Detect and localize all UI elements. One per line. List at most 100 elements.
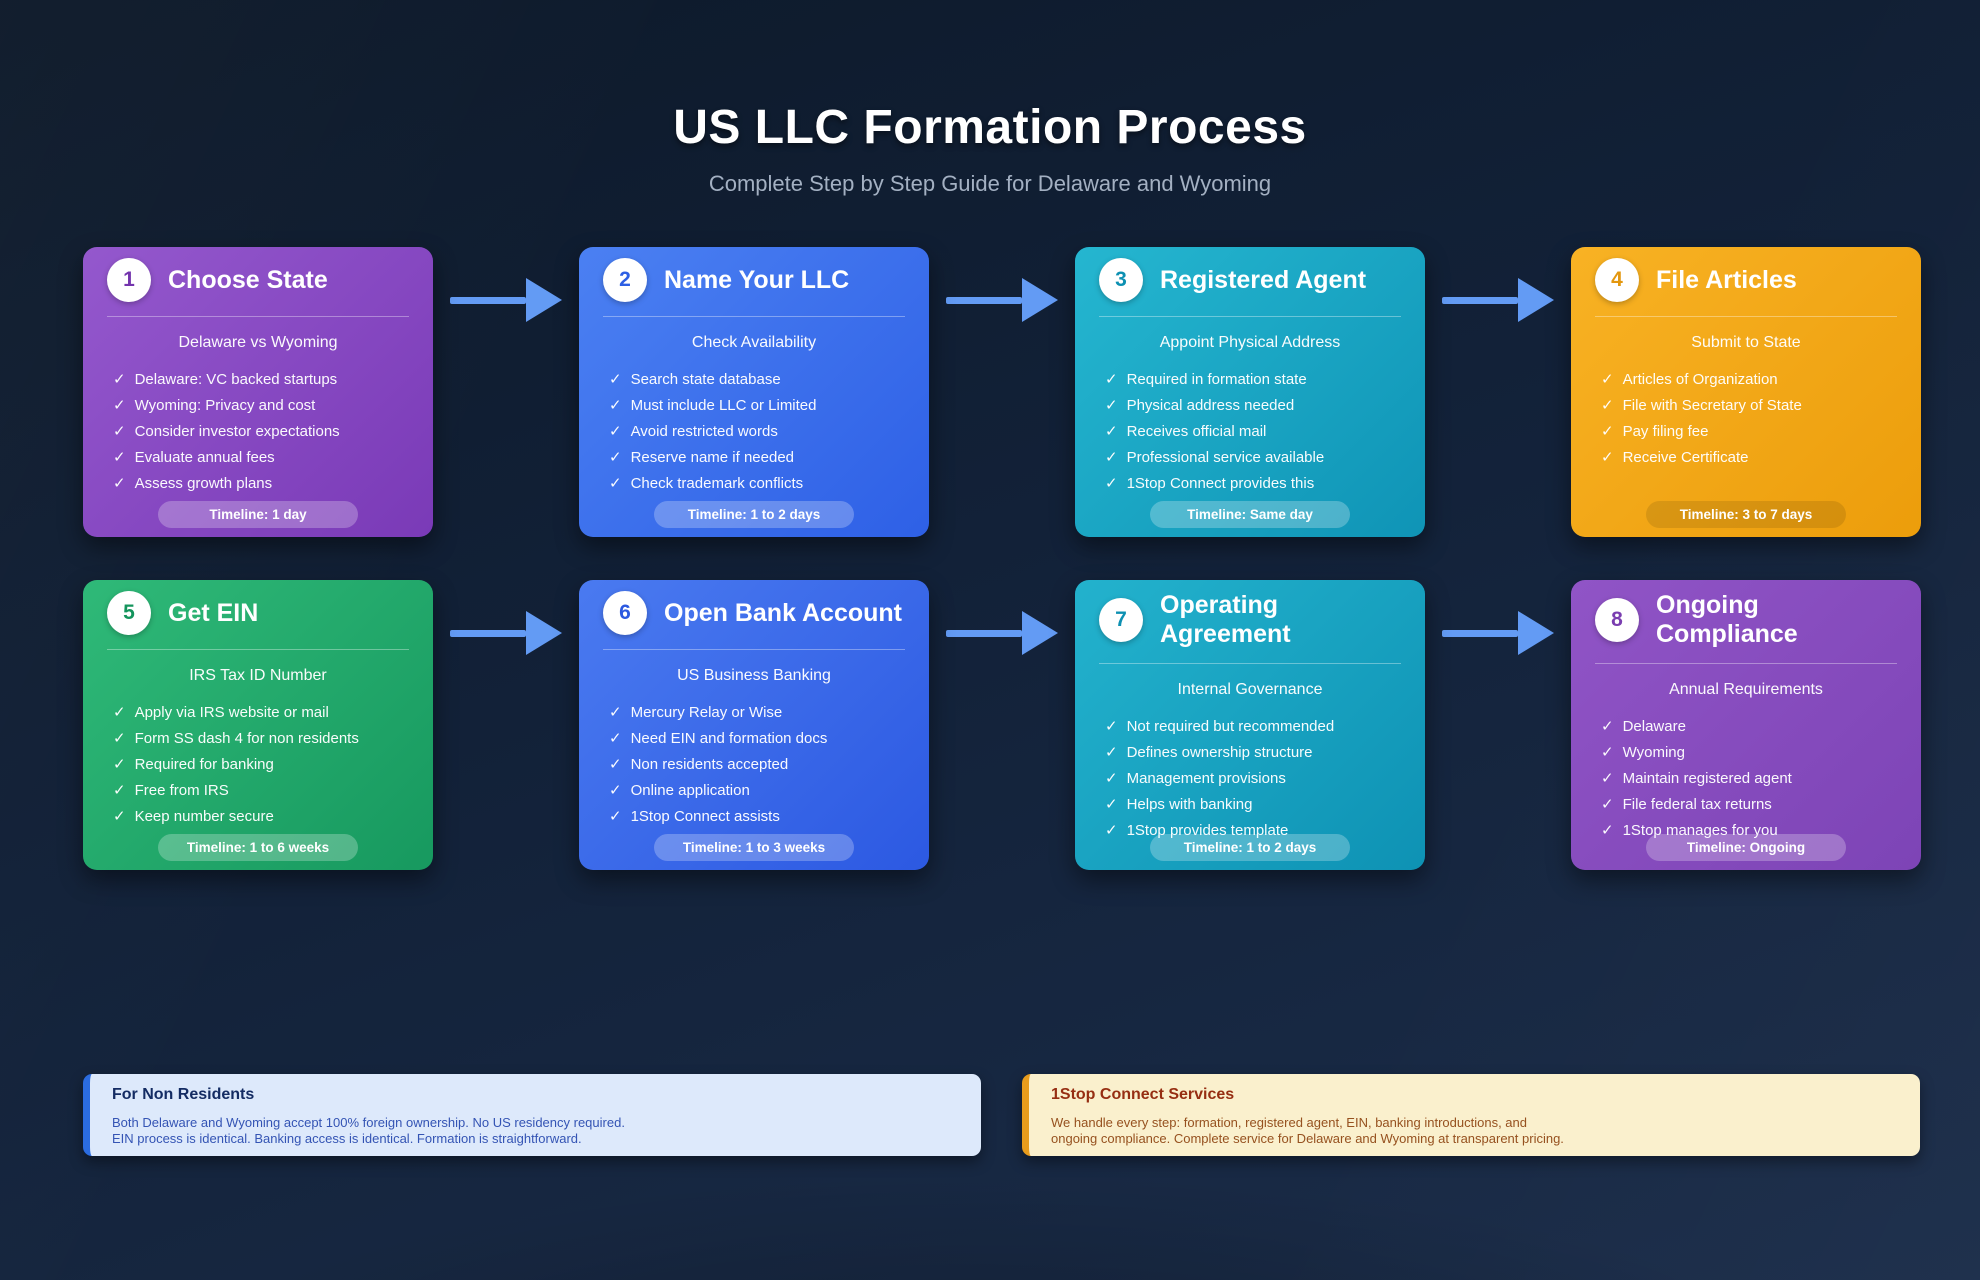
check-icon: ✓ — [609, 730, 622, 747]
checklist-item-text: Required in formation state — [1126, 371, 1307, 388]
step-number: 3 — [1115, 268, 1127, 291]
check-icon: ✓ — [1105, 423, 1118, 440]
step-number-badge: 6 — [603, 591, 647, 635]
check-icon: ✓ — [609, 423, 622, 440]
step-number-badge: 4 — [1595, 258, 1639, 302]
step-number: 4 — [1611, 268, 1623, 291]
step-title: Operating Agreement — [1160, 591, 1291, 648]
check-icon: ✓ — [1105, 796, 1118, 813]
checklist-item-text: Delaware — [1622, 718, 1686, 735]
timeline-badge: Timeline: Same day — [1150, 501, 1350, 528]
checklist-item-text: Management provisions — [1126, 770, 1286, 787]
check-icon: ✓ — [1105, 475, 1118, 492]
step-subtitle: Delaware vs Wyoming — [178, 334, 338, 351]
check-icon: ✓ — [113, 756, 126, 773]
checklist-item: ✓Must include LLC or Limited — [609, 393, 905, 419]
checklist-item: ✓ Required in formation state — [1105, 367, 1401, 393]
checklist-item: ✓Professional service available — [1105, 445, 1401, 471]
timeline-badge: Timeline: 1 to 3 weeks — [654, 834, 854, 861]
step-title: Registered Agent — [1160, 265, 1367, 294]
step-number-badge: 7 — [1099, 598, 1143, 642]
divider — [603, 649, 905, 650]
check-icon: ✓ — [1601, 822, 1614, 839]
check-icon: ✓ — [1105, 744, 1118, 761]
step-card: 8 Ongoing Compliance Annual Requirements… — [1571, 580, 1921, 870]
step-title: Choose State — [168, 265, 328, 294]
note-title: For Non Residents — [112, 1086, 255, 1103]
checklist-item: ✓ Receives official mail — [1105, 419, 1401, 445]
checklist: ✓Search state database✓Must include LLC … — [603, 367, 905, 497]
checklist-item-text: Free from IRS — [134, 782, 229, 799]
checklist-item-text: Wyoming — [1622, 744, 1685, 761]
checklist: ✓Articles of Organization✓File with Secr… — [1595, 367, 1897, 471]
step-title: Open Bank Account — [664, 598, 902, 627]
checklist-item: ✓Pay filing fee — [1601, 419, 1897, 445]
step-number: 5 — [123, 601, 135, 624]
step-number-badge: 3 — [1099, 258, 1143, 302]
flow-arrow-icon — [946, 611, 1058, 655]
checklist-item-text: Online application — [630, 782, 750, 799]
check-icon: ✓ — [1601, 770, 1614, 787]
check-icon: ✓ — [1601, 371, 1614, 388]
check-icon: ✓ — [609, 704, 622, 721]
checklist-item-text: Wyoming: Privacy and cost — [134, 397, 316, 414]
checklist-item-text: Maintain registered agent — [1622, 770, 1792, 787]
checklist-item: ✓1Stop provides template — [1105, 818, 1401, 844]
check-icon: ✓ — [113, 475, 126, 492]
checklist-item: ✓Evaluate annual fees — [113, 445, 409, 471]
checklist-item: ✓Search state database — [609, 367, 905, 393]
checklist-item-text: Physical address needed — [1126, 397, 1295, 414]
step-number-badge: 2 — [603, 258, 647, 302]
checklist-item-text: Reserve name if needed — [630, 449, 795, 466]
checklist-item: ✓ Wyoming: Privacy and cost — [113, 393, 409, 419]
step-title: File Articles — [1656, 265, 1797, 294]
step-card-header: 7 Operating Agreement — [1099, 580, 1401, 649]
note-non-residents: For Non Residents Both Delaware and Wyom… — [83, 1074, 981, 1156]
checklist-item: ✓Need EIN and formation docs — [609, 726, 905, 752]
checklist-item: ✓1Stop manages for you — [1601, 818, 1897, 844]
step-card: 6 Open Bank Account US Business Banking … — [579, 580, 929, 870]
checklist-item: ✓ Assess growth plans — [113, 471, 409, 497]
checklist-item-text: Delaware: VC backed startups — [134, 371, 338, 388]
checklist-item-text: Assess growth plans — [134, 475, 273, 492]
checklist-item-text: Apply via IRS website or mail — [134, 704, 329, 721]
checklist-item: ✓Form SS dash 4 for non residents — [113, 726, 409, 752]
step-title: Ongoing Compliance — [1656, 591, 1798, 648]
check-icon: ✓ — [113, 397, 126, 414]
check-icon: ✓ — [609, 782, 622, 799]
checklist-item: ✓ Wyoming — [1601, 740, 1897, 766]
checklist-item-text: Non residents accepted — [630, 756, 789, 773]
check-icon: ✓ — [1105, 371, 1118, 388]
step-card-header: 3 Registered Agent — [1099, 247, 1401, 302]
step-card-header: 6 Open Bank Account — [603, 580, 905, 635]
checklist-item-text: Pay filing fee — [1622, 423, 1709, 440]
step-number-badge: 1 — [107, 258, 151, 302]
note-text-line: Both Delaware and Wyoming accept 100% fo… — [112, 1115, 625, 1130]
check-icon: ✓ — [1601, 744, 1614, 761]
checklist-item-text: Receives official mail — [1126, 423, 1267, 440]
checklist-item-text: Required for banking — [134, 756, 274, 773]
checklist-item: ✓Not required but recommended — [1105, 714, 1401, 740]
note-text-line: EIN process is identical. Banking access… — [112, 1131, 582, 1146]
checklist-item-text: Avoid restricted words — [630, 423, 778, 440]
checklist-item-text: Mercury Relay or Wise — [630, 704, 783, 721]
step-card-header: 1 Choose State — [107, 247, 409, 302]
step-title: Get EIN — [168, 598, 259, 627]
step-title: Name Your LLC — [664, 265, 850, 294]
divider — [1099, 316, 1401, 317]
check-icon: ✓ — [609, 449, 622, 466]
page-subtitle: Complete Step by Step Guide for Delaware… — [708, 171, 1272, 196]
check-icon: ✓ — [1105, 718, 1118, 735]
flow-arrow-icon — [450, 611, 562, 655]
checklist-item-text: Defines ownership structure — [1126, 744, 1313, 761]
divider — [1099, 663, 1401, 664]
checklist-item: ✓Apply via IRS website or mail — [113, 700, 409, 726]
checklist-item-text: 1Stop Connect provides this — [1126, 475, 1315, 492]
checklist-item: ✓ Mercury Relay or Wise — [609, 700, 905, 726]
timeline-badge: Timeline: 1 to 2 days — [1150, 834, 1350, 861]
checklist-item-text: Form SS dash 4 for non residents — [134, 730, 359, 747]
step-card-header: 5 Get EIN — [107, 580, 409, 635]
checklist-item: ✓Check trademark conflicts — [609, 471, 905, 497]
divider — [603, 316, 905, 317]
check-icon: ✓ — [1105, 449, 1118, 466]
